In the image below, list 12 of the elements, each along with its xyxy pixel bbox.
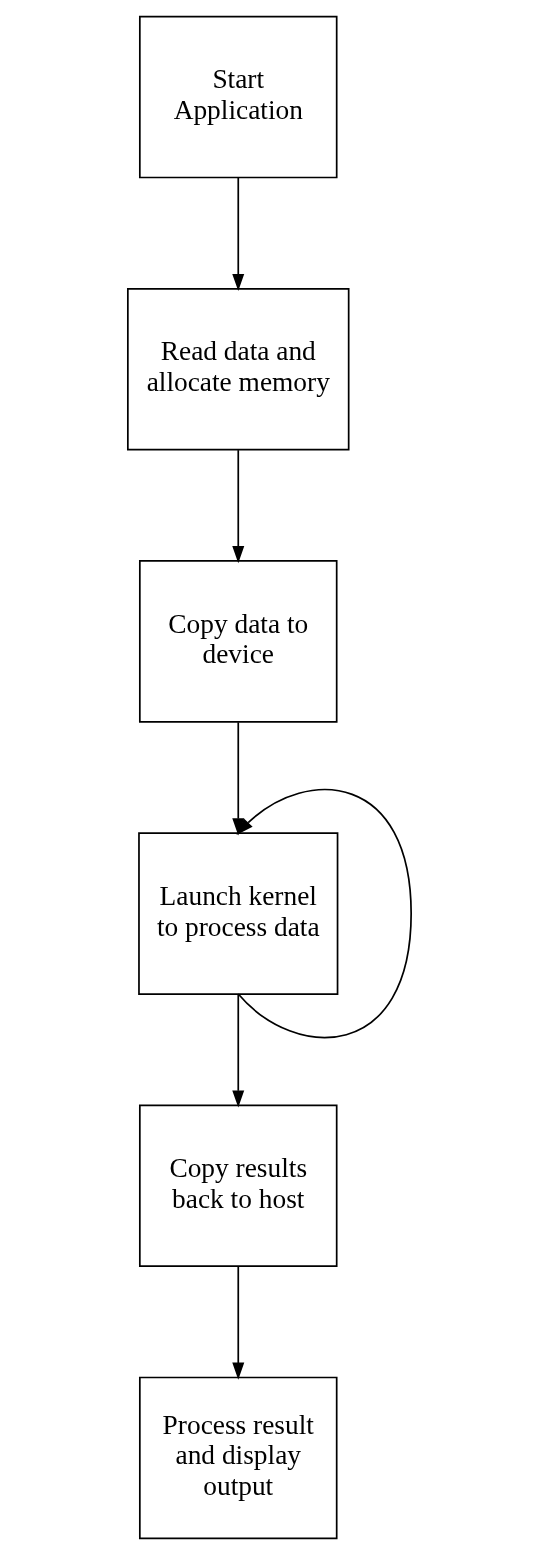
arrow — [232, 993, 245, 1108]
node-box: Copy results back to host — [138, 1104, 338, 1268]
node-box: Copy data to device — [138, 560, 338, 723]
node-box: Launch kernel to process data — [138, 832, 339, 995]
node-box: Start Application — [138, 15, 338, 179]
arrow — [232, 177, 245, 291]
arrow — [232, 721, 245, 836]
arrow — [232, 1265, 245, 1380]
arrow — [232, 449, 245, 564]
node-box: Process result and display output — [138, 1376, 338, 1540]
node-box: Read data and allocate memory — [127, 287, 350, 451]
arrow — [236, 789, 412, 1039]
